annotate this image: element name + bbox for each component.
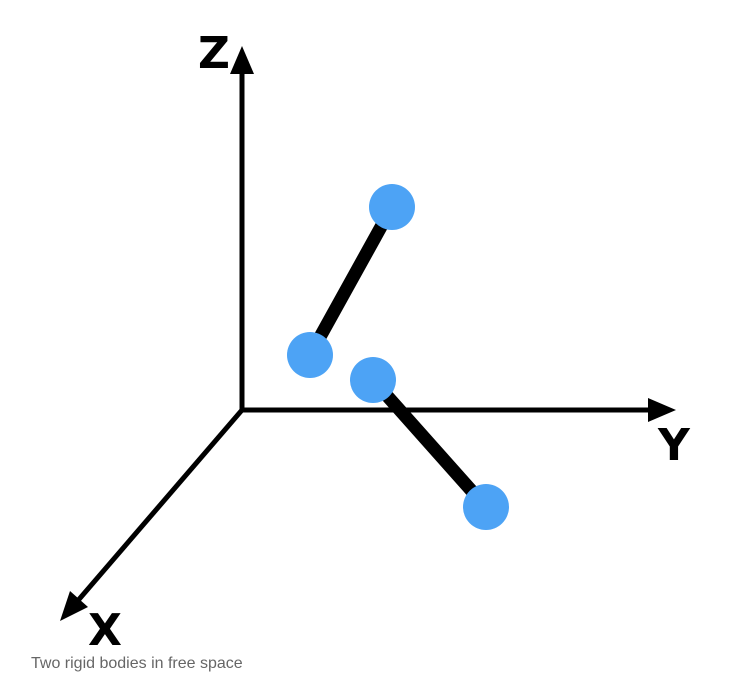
x-axis-arrowhead (60, 591, 88, 621)
z-axis (230, 46, 254, 410)
z-axis-arrowhead (230, 46, 254, 74)
rigid-body-1-link (303, 200, 399, 362)
y-axis-label: Y (657, 420, 691, 471)
x-axis-label: X (88, 605, 122, 656)
rigid-body-1-bottom-joint (287, 332, 333, 378)
rigid-body-2 (350, 357, 509, 530)
y-axis (242, 398, 676, 422)
rigid-body-1 (287, 184, 415, 378)
y-axis-arrowhead (648, 398, 676, 422)
rigid-body-2-top-joint (350, 357, 396, 403)
rigid-body-2-link (366, 373, 493, 514)
figure-caption: Two rigid bodies in free space (31, 655, 243, 672)
z-axis-label: Z (198, 28, 230, 79)
rigid-body-1-top-joint (369, 184, 415, 230)
x-axis (60, 408, 244, 621)
rigid-body-2-bottom-joint (463, 484, 509, 530)
